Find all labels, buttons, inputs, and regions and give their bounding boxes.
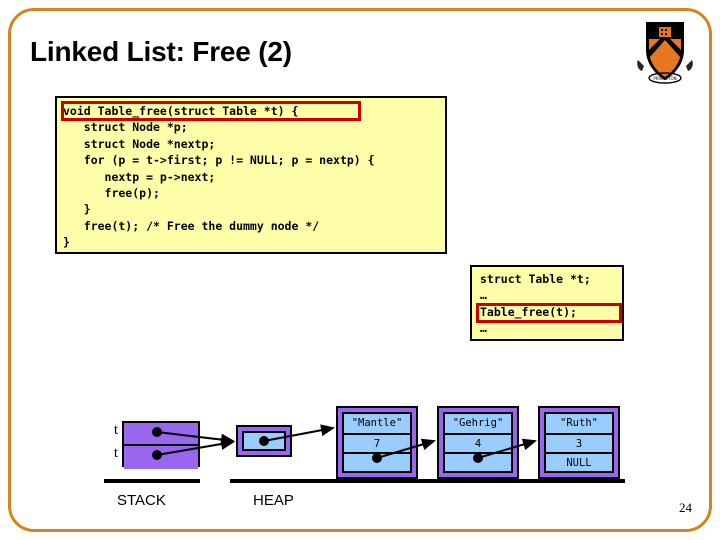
stack-region-divider [104,479,200,483]
stack-region-label: STACK [117,492,166,509]
stack-cell-t2 [124,446,198,469]
heap-region-divider [230,479,625,483]
caller-highlight-call [476,303,622,323]
heap-node-2-next: NULL [546,452,612,471]
heap-node-2: "Ruth" 3 NULL [538,406,620,479]
caller-code-text: struct Table *t; … Table_free(t); … [480,272,591,336]
heap-node-1-cells: "Gehrig" 4 [443,412,513,473]
page-number: 24 [679,500,692,515]
heap-node-0: "Mantle" 7 [336,406,418,479]
heap-node-1: "Gehrig" 4 [437,406,519,479]
heap-region-label: HEAP [253,492,294,509]
heap-node-0-key: "Mantle" [344,414,410,433]
stack-frame [122,421,200,469]
heap-node-1-key: "Gehrig" [445,414,511,433]
heap-node-1-value: 4 [445,433,511,452]
caller-code-box: struct Table *t; … Table_free(t); … [470,265,624,341]
svg-text:PRINCETON: PRINCETON [653,76,676,81]
heap-dummy-node [236,425,292,457]
code-text: void Table_free(struct Table *t) { struc… [63,104,375,250]
princeton-shield-crest-icon: PRINCETON [634,16,696,86]
page-title: Linked List: Free (2) [30,36,292,67]
heap-node-0-value: 7 [344,433,410,452]
code-listing-box: void Table_free(struct Table *t) { struc… [55,96,447,254]
heap-node-0-cells: "Mantle" 7 [342,412,412,473]
dummy-node-pointer-cell [242,431,286,451]
heap-node-1-next [445,452,511,471]
heap-node-2-cells: "Ruth" 3 NULL [544,412,614,473]
heap-node-2-value: 3 [546,433,612,452]
code-highlight-signature [61,101,361,121]
heap-node-2-key: "Ruth" [546,414,612,433]
stack-var-label-t1: t [113,422,118,438]
stack-var-label-t2: t [113,445,118,461]
stack-cell-t1 [124,423,198,446]
heap-node-0-next [344,452,410,471]
